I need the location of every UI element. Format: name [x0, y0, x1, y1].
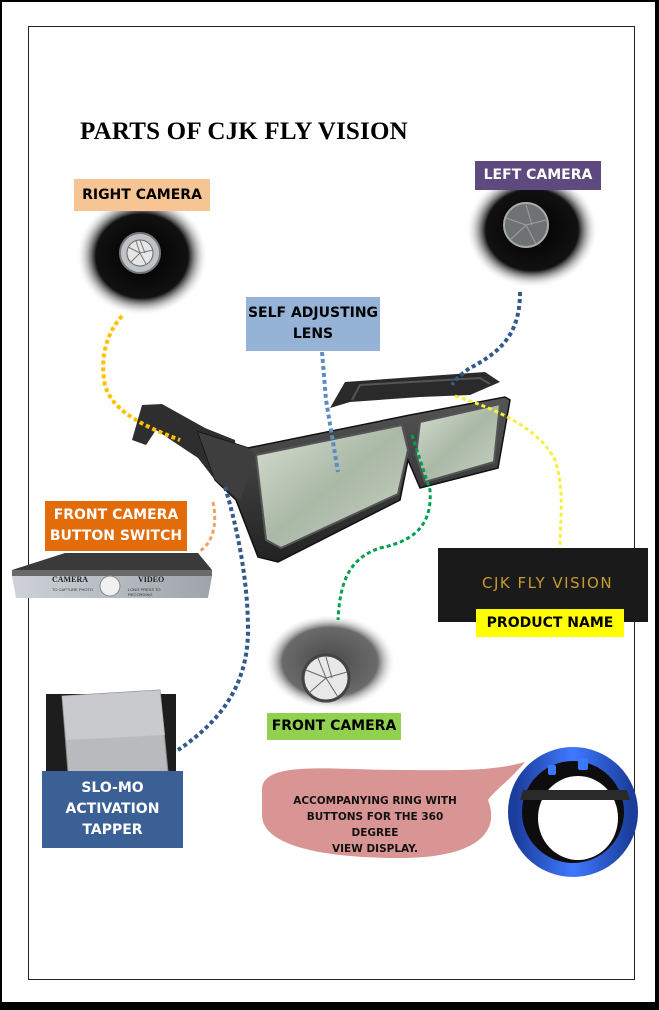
- button-switch-panel-image: [12, 553, 212, 598]
- connector-self-adjusting-lens: [320, 351, 340, 473]
- connector-front-camera: [336, 434, 432, 621]
- right-camera-lens-image: [76, 196, 208, 316]
- slo-mo-tapper-image: [46, 689, 176, 773]
- switch-video-hint: LONG PRESS TO RECORDING: [128, 587, 161, 597]
- label-self-adjusting-lens-line1: SELF ADJUSTING: [247, 305, 379, 321]
- switch-camera-hint: TO CAPTURE PHOTO: [52, 587, 93, 592]
- ring-callout-text: ACCOMPANYING RING WITH BUTTONS FOR THE 3…: [290, 793, 460, 857]
- label-left-camera-text: LEFT CAMERA: [483, 167, 593, 183]
- ring-callout-line1: ACCOMPANYING RING WITH: [293, 795, 457, 807]
- label-right-camera-text: RIGHT CAMERA: [82, 186, 202, 203]
- label-product-name-text: PRODUCT NAME: [486, 614, 614, 631]
- label-front-camera-switch-line1: FRONT CAMERA: [53, 507, 179, 523]
- label-slo-mo-line3: TAPPER: [82, 822, 143, 838]
- connector-left-camera: [450, 291, 522, 387]
- connector-front-switch: [197, 501, 217, 554]
- label-slo-mo-line2: ACTIVATION: [65, 801, 160, 817]
- ring-callout-line2: BUTTONS FOR THE 360 DEGREE: [306, 811, 444, 839]
- label-self-adjusting-lens-line2: LENS: [292, 326, 334, 342]
- page-title: PARTS OF CJK FLY VISION: [80, 118, 408, 145]
- product-logo-text: CJK FLY VISION: [482, 574, 614, 592]
- ring-callout-bubble: [262, 762, 525, 858]
- connector-product-name: [454, 394, 563, 549]
- label-slo-mo-line1: SLO-MO: [81, 780, 144, 796]
- connector-slo-mo: [176, 486, 251, 752]
- front-camera-lens-image: [264, 614, 396, 710]
- ring-callout-line3: VIEW DISPLAY.: [332, 843, 418, 855]
- page-frame: [28, 26, 635, 980]
- label-front-camera-switch: FRONT CAMERA BUTTON SWITCH: [45, 501, 187, 551]
- left-camera-lens-image: [466, 172, 598, 288]
- label-front-camera: FRONT CAMERA: [267, 713, 401, 740]
- label-front-camera-text: FRONT CAMERA: [271, 718, 397, 734]
- ring-image: [508, 747, 638, 877]
- connector-lines: [101, 291, 563, 752]
- label-right-camera: RIGHT CAMERA: [74, 179, 210, 211]
- glasses-image: [132, 372, 511, 563]
- label-slo-mo: SLO-MO ACTIVATION TAPPER: [42, 771, 183, 848]
- label-product-name: PRODUCT NAME: [476, 609, 624, 637]
- label-front-camera-switch-line2: BUTTON SWITCH: [49, 528, 183, 544]
- switch-video-label: VIDEO: [138, 575, 165, 584]
- switch-camera-label: CAMERA: [52, 575, 88, 584]
- connector-right-camera: [101, 314, 181, 442]
- label-self-adjusting-lens: SELF ADJUSTING LENS: [246, 297, 380, 351]
- label-left-camera: LEFT CAMERA: [475, 161, 601, 190]
